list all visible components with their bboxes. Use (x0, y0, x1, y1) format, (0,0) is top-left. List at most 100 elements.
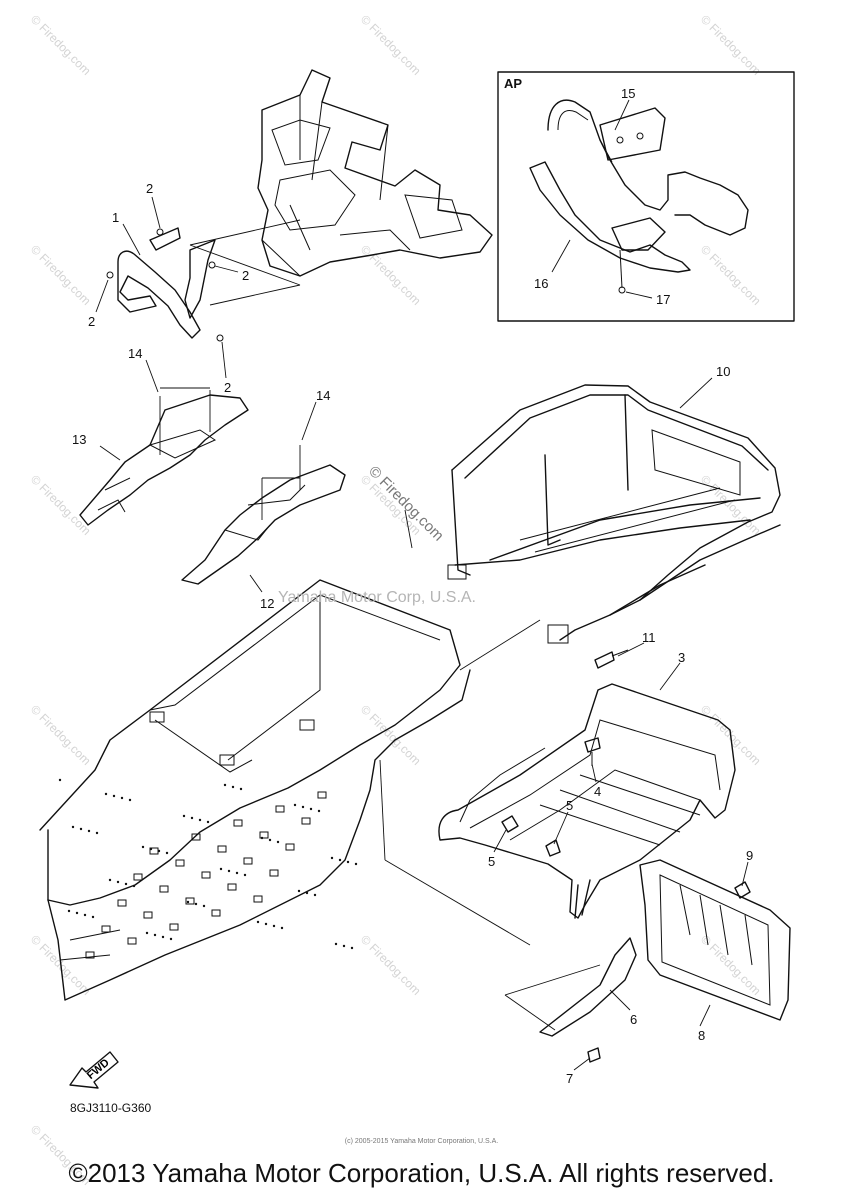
callout-3: 3 (678, 650, 685, 665)
seat-texture-dot (301, 805, 305, 809)
center-watermark: © Firedog.com (365, 463, 447, 545)
seat-rivet (243, 857, 253, 865)
watermark-text: © Firedog.com (28, 242, 94, 308)
callout-15: 15 (621, 86, 635, 101)
seat-rivet (285, 843, 295, 851)
seat-rivet (259, 831, 269, 839)
seat-rivet (169, 923, 179, 931)
ap-inset-box (497, 71, 795, 322)
seat-rivet (143, 911, 153, 919)
callout-12: 12 (260, 596, 274, 611)
seat-texture-dot (260, 836, 264, 840)
watermark-text: © Firedog.com (28, 702, 94, 768)
callout-2-right: 2 (242, 268, 249, 283)
seat-rivet (101, 925, 111, 933)
seat-texture-dot (145, 931, 149, 935)
seat-texture-dot (206, 820, 210, 824)
seat-rivet (317, 791, 327, 799)
seat-texture-dot (186, 900, 190, 904)
seat-rivet (211, 909, 221, 917)
seat-texture-dot (165, 851, 169, 855)
seat-texture-dot (350, 946, 354, 950)
callout-13: 13 (72, 432, 86, 447)
seat-texture-dot (346, 860, 350, 864)
callout-4: 4 (594, 784, 601, 799)
watermark-text: © Firedog.com (358, 12, 424, 78)
seat-texture-dot (330, 856, 334, 860)
seat-rivet (217, 845, 227, 853)
callout-14-left: 14 (128, 346, 142, 361)
seat-texture-dot (272, 924, 276, 928)
seat-texture-dot (157, 849, 161, 853)
seat-texture-dot (141, 845, 145, 849)
seat-rivet (133, 873, 143, 881)
seat-texture-dot (116, 880, 120, 884)
rear-frame-part-10 (447, 384, 781, 644)
seat-texture-dot (67, 909, 71, 913)
seat-texture-dot (338, 858, 342, 862)
seat-texture-dot (124, 882, 128, 886)
seat-texture-dot (149, 847, 153, 851)
seat-texture-dot (198, 818, 202, 822)
seat-texture-dot (227, 869, 231, 873)
watermark-text: © Firedog.com (698, 472, 764, 538)
callout-5-right: 5 (566, 798, 573, 813)
seat-texture-dot (313, 893, 317, 897)
fastener-part-7 (587, 1047, 601, 1063)
leader-lines (95, 99, 749, 1071)
inset-label-ap: AP (504, 76, 522, 91)
seat-texture-dot (95, 831, 99, 835)
seat-rivet (275, 805, 285, 813)
side-cover-part-13 (79, 387, 249, 526)
seat-texture-dot (264, 922, 268, 926)
fwd-arrow-icon (69, 1051, 119, 1089)
seat-rivet (117, 899, 127, 907)
watermark-text: © Firedog.com (698, 242, 764, 308)
seat-body (39, 579, 541, 1001)
seat-rivet (127, 937, 137, 945)
main-frame-front (189, 69, 493, 306)
rear-carrier-part-3 (438, 683, 736, 919)
seat-texture-dot (161, 935, 165, 939)
callout-10: 10 (716, 364, 730, 379)
seat-texture-dot (305, 891, 309, 895)
seat-texture-dot (108, 878, 112, 882)
watermark-text: © Firedog.com (358, 702, 424, 768)
seat-texture-dot (243, 873, 247, 877)
fastener-part-5-left (501, 815, 519, 833)
seat-rivet (233, 819, 243, 827)
fastener-part-9 (734, 881, 751, 899)
seat-rivet (301, 817, 311, 825)
seat-texture-dot (219, 867, 223, 871)
seat-rivet (159, 885, 169, 893)
seat-rivet (201, 871, 211, 879)
callout-5-left: 5 (488, 854, 495, 869)
seat-texture-dot (293, 803, 297, 807)
seat-texture-dot (235, 871, 239, 875)
callout-2-bottom: 2 (224, 380, 231, 395)
seat-rivet (269, 869, 279, 877)
watermark-text: © Firedog.com (358, 932, 424, 998)
seat-texture-dot (83, 913, 87, 917)
callout-16: 16 (534, 276, 548, 291)
callout-1: 1 (112, 210, 119, 225)
seat-texture-dot (297, 889, 301, 893)
seat-texture-dot (231, 785, 235, 789)
side-panel-part-6 (504, 937, 637, 1037)
seat-texture-dot (71, 825, 75, 829)
mud-flap-part-8 (639, 859, 791, 1021)
watermark-text: © Firedog.com (28, 12, 94, 78)
callout-2-left: 2 (88, 314, 95, 329)
seat-texture-dot (239, 787, 243, 791)
seat-texture-dot (182, 814, 186, 818)
seat-texture-dot (256, 920, 260, 924)
seat-texture-dot (132, 884, 136, 888)
side-cover-part-12 (181, 445, 346, 585)
seat-texture-dot (91, 915, 95, 919)
seat-texture-dot (153, 933, 157, 937)
seat-texture-dot (342, 944, 346, 948)
callout-11: 11 (642, 630, 656, 645)
fastener-part-4 (584, 737, 601, 766)
diagram-code: 8GJ3110-G360 (70, 1101, 151, 1115)
seat-texture-dot (75, 911, 79, 915)
